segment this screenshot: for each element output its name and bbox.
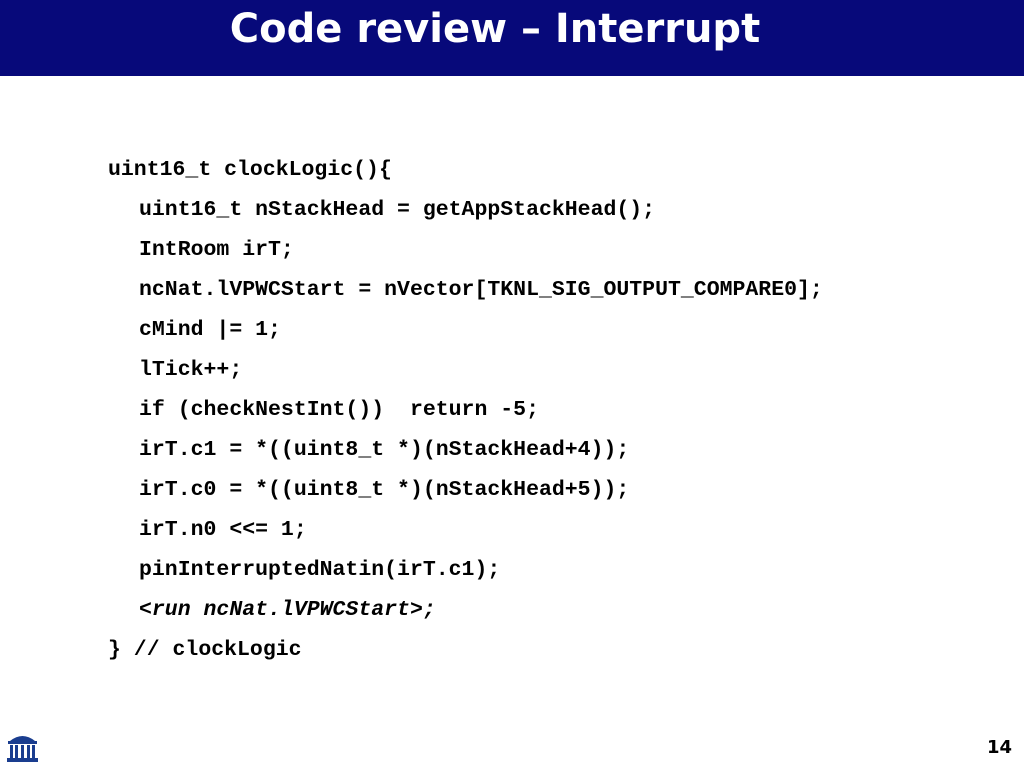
code-line: } // clockLogic: [108, 638, 302, 662]
code-line-placeholder: <run ncNat.lVPWCStart>;: [139, 598, 436, 622]
code-block: uint16_t clockLogic(){ uint16_t nStackHe…: [108, 150, 823, 670]
code-line: IntRoom irT;: [139, 238, 294, 262]
rotunda-icon: [7, 736, 38, 762]
code-line: cMind |= 1;: [139, 318, 281, 342]
code-line: uint16_t nStackHead = getAppStackHead();: [139, 198, 656, 222]
code-line: irT.c1 = *((uint8_t *)(nStackHead+4));: [139, 438, 630, 462]
slide-title: Code review – Interrupt: [229, 6, 761, 52]
code-line: if (checkNestInt()) return -5;: [139, 398, 539, 422]
code-line: ncNat.lVPWCStart = nVector[TKNL_SIG_OUTP…: [139, 278, 823, 302]
code-line: lTick++;: [139, 358, 243, 382]
code-line: irT.c0 = *((uint8_t *)(nStackHead+5));: [139, 478, 630, 502]
code-line: uint16_t clockLogic(){: [108, 158, 392, 182]
title-bar: Code review – Interrupt: [0, 0, 1024, 76]
page-number: 14: [986, 737, 1012, 758]
code-line: pinInterruptedNatin(irT.c1);: [139, 558, 501, 582]
code-line: irT.n0 <<= 1;: [139, 518, 307, 542]
